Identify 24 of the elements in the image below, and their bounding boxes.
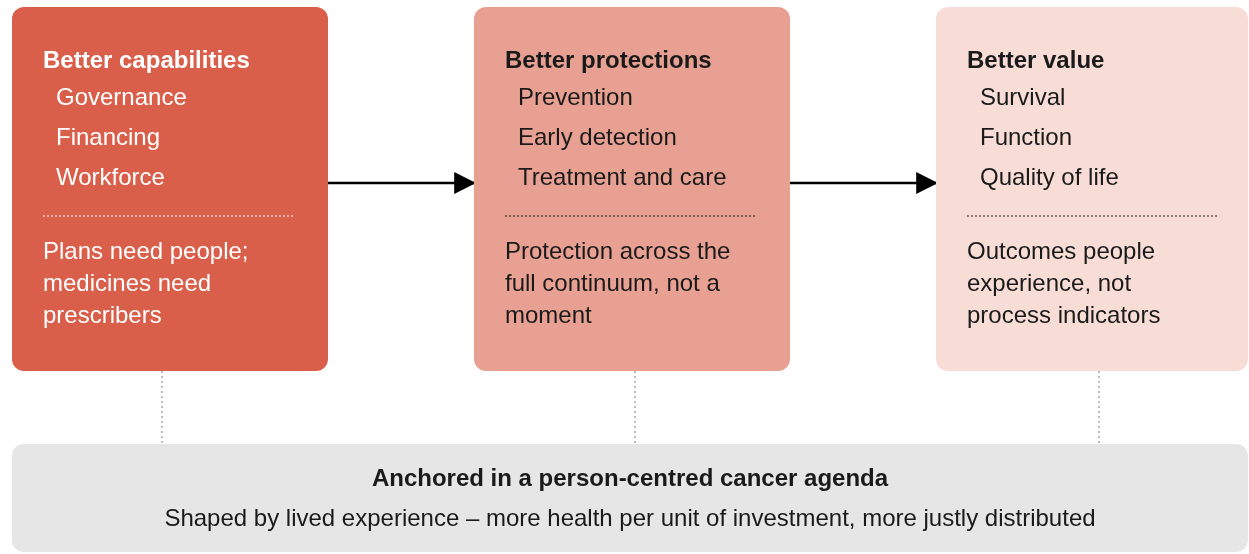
banner-subtitle: Shaped by lived experience – more health per unit of investment, more justly distributed	[164, 503, 1096, 533]
connector-line	[161, 370, 163, 445]
card	[12, 7, 328, 371]
list-item: Workforce	[55, 162, 166, 192]
card	[474, 7, 790, 371]
list-item: Governance	[55, 82, 188, 112]
card-description: Protection across the full continuum, not a moment	[505, 236, 732, 330]
connector-line	[1098, 370, 1100, 445]
card-heading: Better protections	[505, 45, 713, 75]
list-item: Financing	[55, 122, 162, 152]
list-item: Quality of life	[979, 162, 1120, 192]
banner-heading: Anchored in a person-centred cancer agenda	[371, 463, 889, 493]
banner	[12, 444, 1248, 552]
connector-line	[634, 370, 636, 445]
list-item: Prevention	[517, 82, 634, 112]
list-item: Early detection	[517, 122, 678, 152]
list-item: Survival	[979, 82, 1067, 112]
list-item: Function	[979, 122, 1074, 152]
card-heading: Better value	[967, 45, 1106, 75]
card-description: Plans need people; medicines need prescribers	[43, 236, 250, 330]
card	[936, 7, 1248, 371]
list-item: Treatment and care	[517, 162, 728, 192]
card-description: Outcomes people experience, not process indicators	[967, 236, 1162, 330]
card-heading: Better capabilities	[43, 45, 251, 75]
